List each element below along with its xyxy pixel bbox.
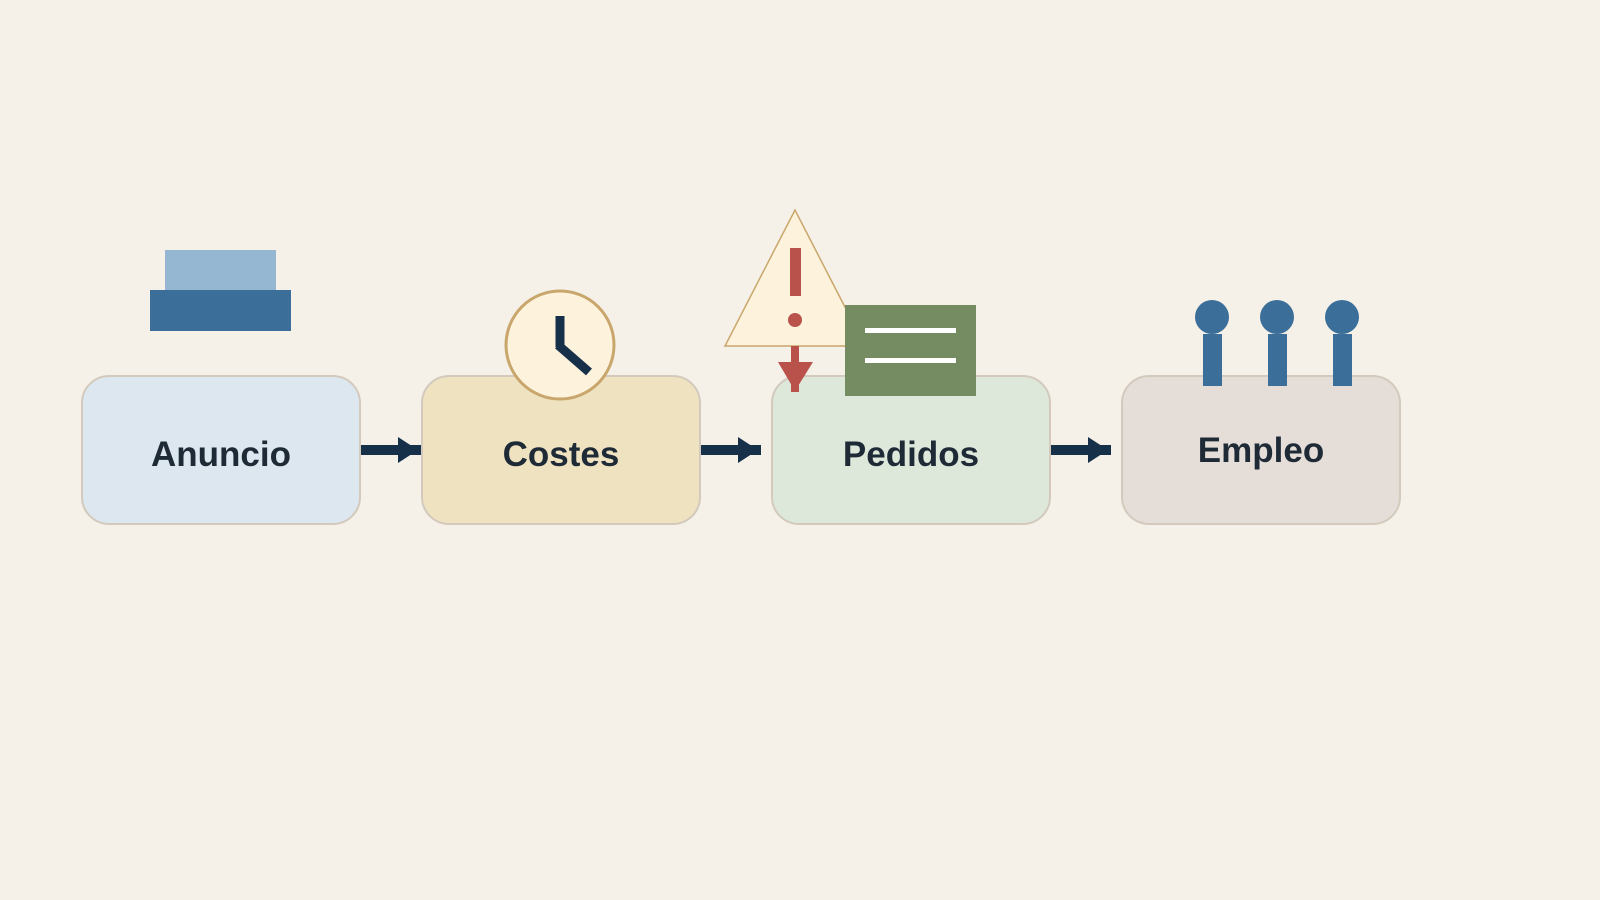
arrow-anuncio-costes xyxy=(361,437,421,463)
step-costes-label: Costes xyxy=(502,435,620,474)
step-pedidos-label: Pedidos xyxy=(842,435,980,474)
arrow-costes-pedidos xyxy=(701,437,761,463)
step-empleo-label: Empleo xyxy=(1197,431,1325,470)
arrow-down-icon xyxy=(778,346,813,392)
warning-icon xyxy=(723,208,867,347)
step-pedidos: Pedidos xyxy=(771,375,1051,525)
step-anuncio: Anuncio xyxy=(81,375,361,525)
document-icon xyxy=(845,305,976,396)
clock-icon xyxy=(504,289,616,401)
arrow-pedidos-empleo xyxy=(1051,437,1111,463)
step-anuncio-label: Anuncio xyxy=(151,435,291,474)
people-icon xyxy=(1195,300,1359,386)
step-empleo: Empleo xyxy=(1121,375,1401,525)
stacked-blocks-icon xyxy=(150,250,291,331)
